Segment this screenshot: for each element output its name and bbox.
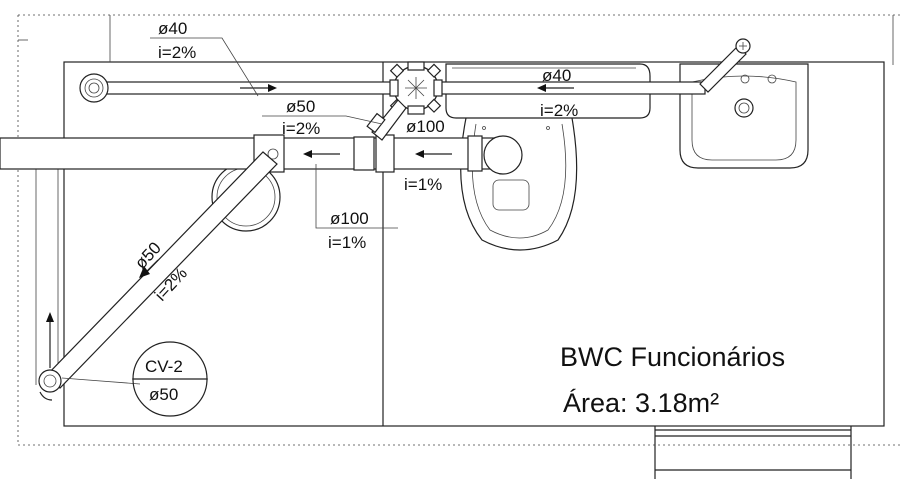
branch-diameter-label: ø50 [286, 97, 315, 116]
room-name: BWC Funcionários [560, 342, 785, 372]
main-diameter-bottom-label: ø100 [330, 209, 369, 228]
top-left-diameter-label: ø40 [158, 19, 187, 38]
top-right-diameter-label: ø40 [542, 66, 571, 85]
cv-tag [132, 341, 208, 417]
stair-detail [654, 426, 852, 479]
diagonal-drain-pipe [38, 151, 278, 401]
washbasin-fixture [679, 63, 809, 169]
cv-diameter-label: ø50 [149, 385, 178, 404]
flow-arrows [46, 84, 574, 368]
branch-slope-label: i=2% [282, 119, 320, 138]
main-diameter-top-label: ø100 [406, 117, 445, 136]
top-right-slope-label: i=2% [540, 101, 578, 120]
drawing-frame [17, 14, 900, 446]
main-slope-bottom-label: i=1% [328, 233, 366, 252]
toilet-fixture [445, 63, 651, 251]
room-area: Área: 3.18m² [563, 388, 719, 418]
branch-pipe [366, 99, 407, 141]
cv-tag-label: CV-2 [145, 357, 183, 376]
main-slope-right-label: i=1% [404, 175, 442, 194]
top-left-slope-label: i=2% [158, 43, 196, 62]
